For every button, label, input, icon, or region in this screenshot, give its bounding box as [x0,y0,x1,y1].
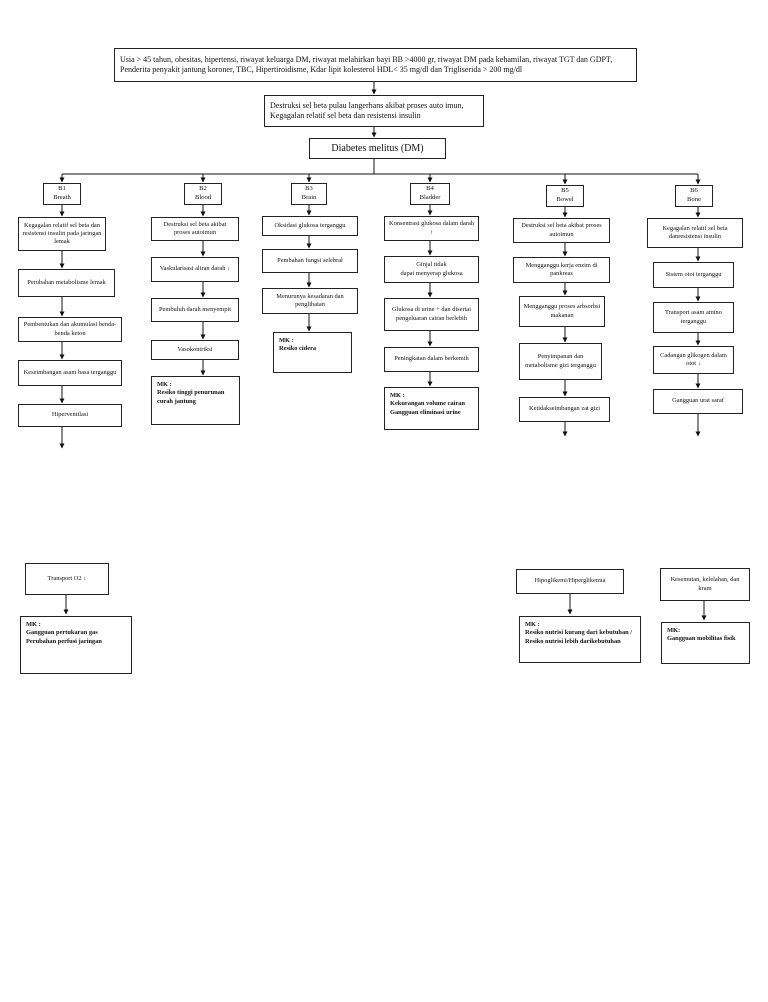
b1-step-1: Kegagalan relatif sel beta dan resistens… [18,217,106,251]
b6-continued-box: Kesemutan, kelelahan, dan kram [660,568,750,601]
b1-step-2: Perubahan metabolisme lemak [18,269,115,297]
b4-bladder-header: B4 Bladder [410,183,450,205]
b4-step-2: Ginjal tidak dapat menyerap glukosa [384,256,479,283]
b1-step-3: Pembentukan dan akumulasi benda-benda ke… [18,317,122,342]
b4-step-1: Konsentrasi glukosa dalam darah ↑ [384,216,479,241]
b6-step-3: Transport asam amino terganggu [653,302,734,333]
b6-nursing-problem: MK: Gangguan mobilitas fisik [661,622,750,664]
b6-step-5: Gangguan urat saraf [653,389,743,414]
b6-step-4: Cadangan glikogen dalam otot ↓ [653,346,734,374]
b3-nursing-problem: MK : Resiko cidera [273,332,352,373]
diabetes-mellitus-box: Diabetes melitus (DM) [309,138,446,159]
b4-step-4: Peningkatan dalam berkemih [384,347,479,372]
b5-nursing-problem: MK : Resiko nutrisi kurang dari kebutuha… [519,616,641,663]
b4-step-3: Glukosa di urine + dan disertai pengelua… [384,298,479,331]
b2-step-4: Vasokontriksi [151,340,239,360]
b3-step-2: Pembahan fungsi selebral [262,249,358,273]
b5-step-4: Penyimpanan dan metabolisme gizi tergang… [519,343,602,380]
risk-factors-box: Usia > 45 tahun, obesitas, hipertensi, r… [114,48,637,82]
b2-step-1: Destruksi sel beta akibat proses autoimu… [151,217,239,241]
cause-box: Destruksi sel beta pulau langerhans akib… [264,95,484,127]
b5-step-2: Mengganggu kerja enzim di pankreas [513,257,610,283]
b3-step-3: Menurunya kesadaran dan penglihatan [262,288,358,314]
b3-brain-header: B3 Brain [291,183,327,205]
b5-step-1: Destruksi sel beta akibat proses autoimu… [513,218,610,243]
b1-continued-box: Transport O2 ↓ [25,563,109,595]
b2-blood-header: B2 Blood [184,183,222,205]
b2-nursing-problem: MK : Resiko tinggi penurunan curah jantu… [151,376,240,425]
b1-step-5: Hiperventilasi [18,404,122,427]
b6-step-1: Kegagalan relatif sel beta danresistensi… [647,218,743,248]
b1-breath-header: B1 Breath [43,183,81,205]
b5-bowel-header: B5 Bowel [546,185,584,207]
b2-step-3: Pembuluh darah menyempit [151,298,239,322]
b5-step-5: Ketidakseimbangan zat gizi [519,397,610,422]
b2-step-2: Vaskularisasi aliran darah ↓ [151,257,239,282]
b5-step-3: Mengganggu proses arbsorbsi makanan [519,296,605,327]
b4-nursing-problem: MK : Kekurangan volume cairan Gangguan e… [384,387,479,430]
b1-nursing-problem: MK : Gangguan pertukaran gas Perubahan p… [20,616,132,674]
b3-step-1: Oksidasi glukosa terganggu [262,216,358,236]
b6-bone-header: B6 Bone [675,185,713,207]
b6-step-2: Sistem otot terganggu [653,262,734,288]
b1-step-4: Keseimbangan asam basa terganggu [18,360,122,386]
b5-continued-box: Hipoglikemi/Hiperglikemia [516,569,624,594]
